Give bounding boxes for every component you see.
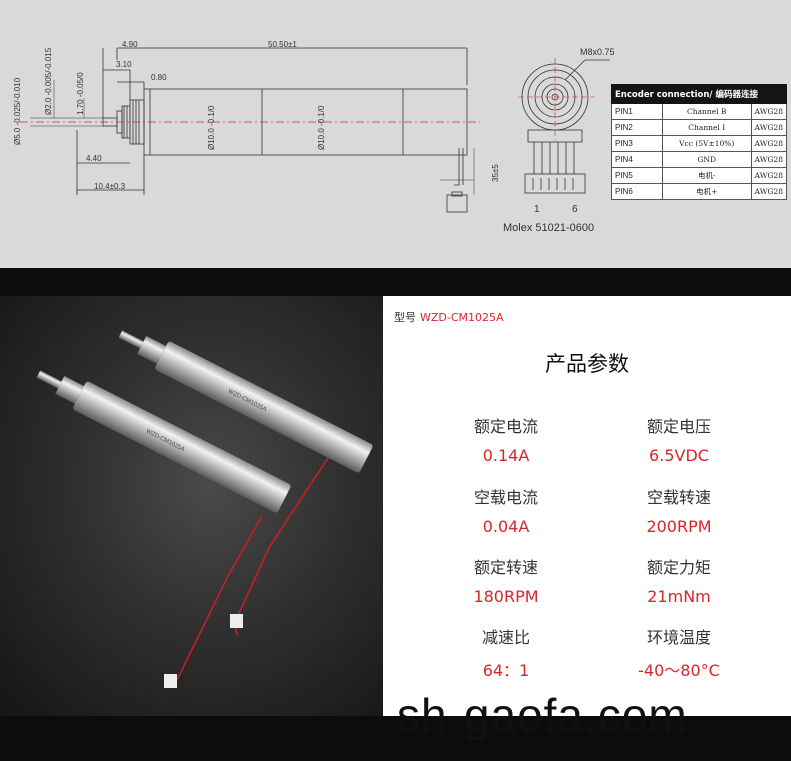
pin-signal: Channel I xyxy=(661,119,752,136)
spec-label: 额定力矩 xyxy=(646,558,711,577)
pin-awg: AWG28 xyxy=(750,103,788,120)
table-row: PIN3 Vcc (5V±10%) AWG28 xyxy=(611,135,788,152)
pin-awg: AWG28 xyxy=(750,183,788,200)
thread-label: M8x0.75 xyxy=(580,47,615,57)
model-label: 型号 xyxy=(394,311,416,324)
pin-1-label: 1 xyxy=(534,204,540,215)
dim-flat: 1.70 -0.05/0 xyxy=(76,72,85,115)
spec-rated-speed: 额定转速 180RPM xyxy=(431,554,581,606)
spec-value: 64：1 xyxy=(482,661,530,680)
pin-awg: AWG28 xyxy=(750,119,788,136)
pin-signal: 电机- xyxy=(661,167,752,184)
dim-body-diameter-2: Ø10.0 -0.1/0 xyxy=(317,105,326,150)
dim-head-length: 4.40 xyxy=(86,154,102,163)
pin-name: PIN3 xyxy=(611,135,663,152)
spec-value: 180RPM xyxy=(473,587,539,606)
specs-title: 产品参数 xyxy=(545,352,629,376)
spec-reduction-ratio: 减速比 64：1 xyxy=(431,624,581,681)
pin-signal: Channel B xyxy=(661,103,752,120)
gear-motor-render: WZD-CM1025A WZD-CM1025A xyxy=(36,330,373,688)
spec-rated-current: 额定电流 0.14A xyxy=(431,413,581,465)
table-row: PIN1 Channel B AWG28 xyxy=(611,103,788,120)
dim-shaft-diameter: Ø2.0 -0.005/-0.015 xyxy=(44,47,53,115)
spec-rated-voltage: 额定电压 6.5VDC xyxy=(604,413,754,465)
motor-outline-drawing xyxy=(20,47,610,213)
spec-value: 6.5VDC xyxy=(649,446,709,465)
spec-label: 额定电压 xyxy=(646,417,711,436)
pin-6-label: 6 xyxy=(572,204,578,215)
table-row: PIN4 GND AWG28 xyxy=(611,151,788,168)
product-photo: WZD-CM1025A WZD-CM1025A xyxy=(0,296,383,716)
dim-gear-length: 10.4±0.3 xyxy=(94,182,126,191)
spec-no-load-current: 空载电流 0.04A xyxy=(431,484,581,536)
table-row: PIN2 Channel I AWG28 xyxy=(611,119,788,136)
encoder-table-title: Encoder connection/ 编码器连接 xyxy=(611,84,787,104)
encoder-connection-table: Encoder connection/ 编码器连接 PIN1 Channel B… xyxy=(611,84,788,200)
spec-label: 环境温度 xyxy=(646,628,711,647)
table-row: PIN6 电机+ AWG28 xyxy=(611,183,788,200)
pin-signal: 电机+ xyxy=(661,183,752,200)
spec-label: 额定电流 xyxy=(473,417,538,436)
pin-awg: AWG28 xyxy=(750,167,788,184)
connector-label: Molex 51021-0600 xyxy=(503,222,595,234)
dim-boss-diameter: Ø5.0 -0.025/-0.010 xyxy=(13,77,22,145)
model-value: WZD-CM1025A xyxy=(420,311,504,324)
dim-shaft-length: 4.90 xyxy=(122,40,138,49)
spec-value: 0.04A xyxy=(482,517,530,536)
dim-lead-length: 35±5 xyxy=(491,164,500,182)
spec-value: 200RPM xyxy=(646,517,712,536)
spec-ambient-temperature: 环境温度 -40～80°C xyxy=(604,624,754,681)
spec-label: 空载转速 xyxy=(646,488,711,507)
pin-awg: AWG28 xyxy=(750,135,788,152)
specifications-panel: 型号 WZD-CM1025A 产品参数 额定电流 0.14A 额定电压 6.5VD… xyxy=(383,296,791,716)
spec-label: 减速比 xyxy=(481,628,530,647)
dim-body-diameter-1: Ø10.0 -0.1/0 xyxy=(207,105,216,150)
model-line: 型号 WZD-CM1025A xyxy=(394,309,504,325)
pin-name: PIN2 xyxy=(611,119,663,136)
footer-bar xyxy=(0,716,791,761)
dim-step: 0.80 xyxy=(151,73,167,82)
encoder-table-header: Encoder connection/ 编码器连接 xyxy=(611,84,787,104)
spec-label: 额定转速 xyxy=(473,558,538,577)
pin-name: PIN5 xyxy=(611,167,663,184)
connector-back xyxy=(230,614,243,628)
pin-name: PIN4 xyxy=(611,151,663,168)
pin-name: PIN6 xyxy=(611,183,663,200)
watermark: sh-gaofa.com xyxy=(397,689,688,741)
dim-total-length: 50.50±1 xyxy=(268,40,297,49)
technical-drawing-panel: 4.90 50.50±1 3.10 0.80 4.40 10.4±0.3 Ø2.… xyxy=(0,0,791,268)
spec-value: 0.14A xyxy=(482,446,530,465)
spec-rated-torque: 额定力矩 21mNm xyxy=(604,554,754,606)
pin-signal: GND xyxy=(661,151,752,168)
connector-front xyxy=(164,674,177,688)
dim-flange-offset: 3.10 xyxy=(116,60,132,69)
pin-signal: Vcc (5V±10%) xyxy=(661,135,752,152)
spec-value: -40～80°C xyxy=(638,661,720,680)
spec-no-load-speed: 空载转速 200RPM xyxy=(604,484,754,536)
pin-name: PIN1 xyxy=(611,103,663,120)
spec-value: 21mNm xyxy=(647,587,711,606)
table-row: PIN5 电机- AWG28 xyxy=(611,167,788,184)
pin-awg: AWG28 xyxy=(750,151,788,168)
spec-label: 空载电流 xyxy=(473,488,538,507)
